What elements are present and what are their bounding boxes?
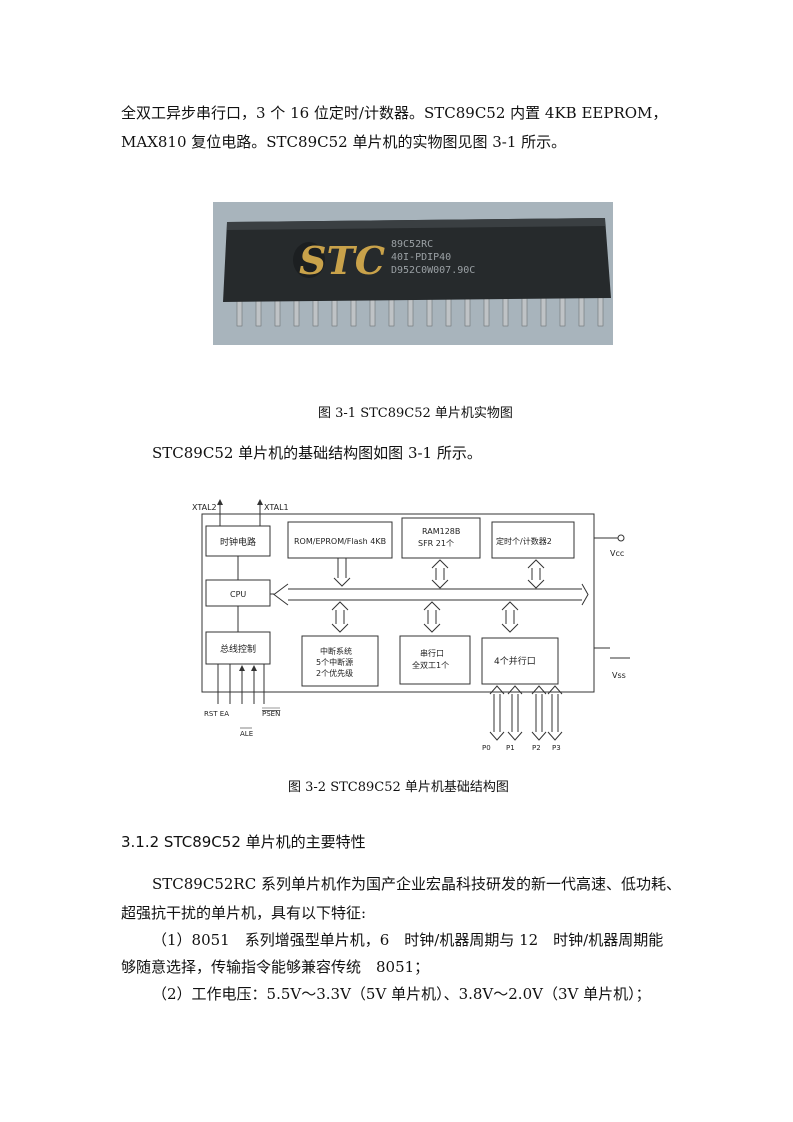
serial-label-2: 全双工1个	[412, 660, 449, 670]
vss-label: Vss	[612, 671, 626, 680]
figure-3-2-caption: 图 3-2 STC89C52 单片机基础结构图	[288, 780, 509, 795]
port-label-p3: P3	[552, 744, 561, 752]
psen-label: PSEN	[262, 710, 280, 718]
parallel-box	[481, 637, 559, 685]
serial-box	[399, 635, 471, 685]
timer-box	[491, 521, 575, 559]
chip-marking-2: 40I-PDIP40	[391, 252, 451, 263]
xtal1-label: XTAL1	[264, 503, 289, 512]
bus-control-label: 总线控制	[220, 643, 256, 655]
interrupt-label-3: 2个优先级	[316, 668, 353, 678]
feature-item-1-line-2: 够随意选择，传输指令能够兼容传统 8051；	[121, 958, 430, 976]
chip-marking-3: D952C0W007.90C	[391, 265, 475, 276]
ram-box	[401, 517, 481, 559]
vcc-label: Vcc	[610, 549, 624, 558]
xtal2-label: XTAL2	[192, 503, 217, 512]
rom-label: ROM/EPROM/Flash 4KB	[294, 537, 386, 546]
clock-label: 时钟电路	[220, 536, 256, 548]
internal-bus	[273, 583, 589, 606]
section-heading: 3.1.2 STC89C52 单片机的主要特性	[121, 833, 366, 851]
paragraph-1-line-1: 全双工异步串行口，3 个 16 位定时/计数器。STC89C52 内置 4KB …	[121, 104, 668, 122]
paragraph-2: STC89C52 单片机的基础结构图如图 3-1 所示。	[152, 444, 482, 462]
ram-label-2: SFR 21个	[418, 539, 454, 548]
feature-item-1-line-1: （1）8051 系列增强型单片机，6 时钟/机器周期与 12 时钟/机器周期能	[152, 931, 664, 949]
port-label-p0: P0	[482, 744, 491, 752]
chip-brand: STC	[299, 238, 385, 283]
paragraph-1-line-2: MAX810 复位电路。STC89C52 单片机的实物图见图 3-1 所示。	[121, 133, 567, 151]
ale-label: ALE	[240, 730, 253, 738]
chip-boundary	[201, 513, 595, 693]
feature-item-2: （2）工作电压：5.5V～3.3V（5V 单片机）、3.8V～2.0V（3V 单…	[152, 985, 651, 1003]
port-arrows	[489, 685, 563, 741]
chip-body	[223, 218, 611, 302]
figure-3-1-caption: 图 3-1 STC89C52 单片机实物图	[318, 406, 513, 421]
block-diagram: XTAL2 XTAL1 时钟电路 ROM/EPROM/Flash 4KB RAM…	[192, 499, 630, 752]
chip-marking-1: 89C52RC	[391, 239, 433, 250]
interrupt-label-1: 中断系统	[320, 646, 352, 656]
interrupt-box	[301, 635, 379, 687]
parallel-label: 4个并行口	[494, 655, 536, 667]
rom-box	[287, 521, 393, 559]
rst-ea-label: RST EA	[204, 710, 229, 718]
cpu-label: CPU	[230, 590, 246, 599]
serial-label-1: 串行口	[420, 648, 444, 658]
ram-label-1: RAM128B	[422, 527, 460, 536]
port-label-p2: P2	[532, 744, 541, 752]
port-label-p1: P1	[506, 744, 515, 752]
chip-photo: STC 89C52RC 40I-PDIP40 D952C0W007.90C	[213, 202, 613, 345]
paragraph-3-line-2: 超强抗干扰的单片机，具有以下特征:	[121, 904, 367, 922]
interrupt-label-2: 5个中断源	[316, 657, 353, 667]
timer-label: 定时个/计数器2	[496, 536, 552, 546]
paragraph-3-line-1: STC89C52RC 系列单片机作为国产企业宏晶科技研发的新一代高速、低功耗、	[152, 875, 681, 893]
